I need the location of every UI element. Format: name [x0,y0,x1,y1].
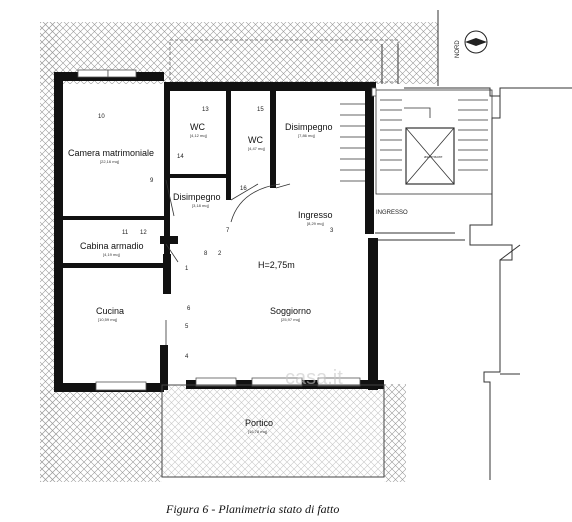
view-tag-5: 5 [185,324,189,330]
walls [54,72,384,392]
view-tag-12: 12 [140,230,147,236]
room-area-wc1: [4,12 mq] [190,133,207,138]
view-tag-14: 14 [177,154,184,160]
room-labels: Camera matrimoniale [22,16 mq] WC [4,12 … [68,122,333,434]
view-tag-13: 13 [202,107,209,113]
view-tag-10: 10 [98,114,105,120]
view-tag-8: 8 [204,251,208,257]
room-name-wc2: WC [248,135,263,145]
view-tag-15: 15 [257,107,264,113]
room-name-disimpegno1: Disimpegno [285,122,333,132]
room-name-camera: Camera matrimoniale [68,148,154,158]
room-area-disimpegno1: [7,86 mq] [298,133,315,138]
view-tag-4: 4 [185,354,189,360]
room-name-cabina: Cabina armadio [80,241,144,251]
room-name-portico: Portico [245,418,273,428]
room-area-soggiorno: [25,97 mq] [281,317,300,322]
view-tags: 1 2 3 4 5 6 7 8 9 10 11 12 13 14 15 16 [98,107,334,360]
view-tag-3: 3 [330,228,334,234]
room-area-ingresso: [8,29 mq] [307,221,324,226]
room-area-camera: [22,16 mq] [100,159,119,164]
room-area-cucina: [10,59 mq] [98,317,117,322]
room-name-cucina: Cucina [96,306,124,316]
north-label: NORD [455,40,461,58]
view-tag-7: 7 [226,228,230,234]
view-tag-11: 11 [122,230,129,236]
doors [165,179,291,345]
room-area-cabina: [4,19 mq] [103,252,120,257]
view-tag-9: 9 [150,178,154,184]
room-area-wc2: [4,47 mq] [248,146,265,151]
room-area-portico: [16,78 mq] [248,429,267,434]
porch-outline [161,384,385,478]
view-tag-2: 2 [218,251,222,257]
room-name-disimpegno2: Disimpegno [173,192,221,202]
view-tag-1: 1 [185,266,189,272]
watermark: casa.it [285,367,343,389]
garden-hatch [40,10,439,482]
windows [77,69,377,391]
adjacent-building [375,87,572,480]
room-name-ingresso: Ingresso [298,210,333,220]
room-name-soggiorno: Soggiorno [270,306,311,316]
height-label: H=2,75m [258,260,295,270]
room-name-wc1: WC [190,122,205,132]
north-arrow: NORD [455,30,488,58]
figure-caption: Figura 6 - Planimetria stato di fatto [165,502,339,516]
stair-label: ascensore [424,154,443,159]
view-tag-6: 6 [187,306,191,312]
room-area-disimpegno2: [3,18 mq] [192,203,209,208]
view-tag-16: 16 [240,186,247,192]
entrance-label: INGRESSO [376,210,408,216]
stairwell [340,89,493,195]
